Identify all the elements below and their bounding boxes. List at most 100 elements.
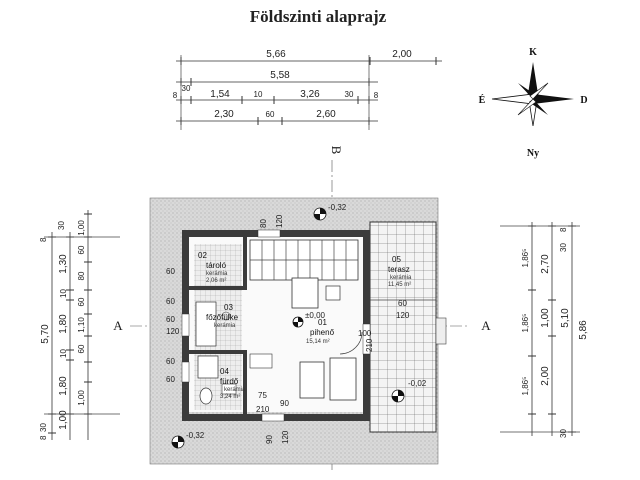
dim-int-0: 80 [259, 219, 268, 228]
dim-left-outer-b: 5,70 [40, 324, 51, 344]
dim-left-inner-a: 30 [57, 221, 66, 230]
room-03-name: főzőfülke [206, 313, 239, 322]
room-03-number: 03 [224, 303, 233, 312]
right-dimension-chains [500, 222, 580, 436]
dim-int-4: 60 [166, 315, 175, 324]
room-02-area: 2,06 m² [206, 278, 226, 284]
cabinet [249, 353, 273, 369]
room-05-area: 11,45 m² [388, 282, 411, 288]
level-marker-icon [292, 316, 304, 328]
dim-left-mid-d: 10 [59, 349, 68, 358]
dim-top-row3-a: 8 [173, 91, 178, 100]
dim-top-row3-b: 1,54 [210, 89, 230, 100]
dim-int-1: 120 [275, 214, 284, 228]
dim-left-outer-c: 30 [39, 423, 48, 432]
sofa [329, 357, 357, 401]
dim-left-inner-g: 60 [77, 344, 86, 353]
dim-right-mid-b: 1,00 [540, 308, 551, 328]
room-01-area: 15,14 m² [306, 339, 330, 345]
room-04-area: 3,24 m² [220, 394, 240, 400]
dim-int-13: 90 [265, 435, 274, 444]
section-a-right-label: A [481, 318, 491, 333]
level-top: -0,32 [328, 203, 347, 212]
top-dimension-chains [176, 55, 442, 130]
room-04-number: 04 [220, 367, 229, 376]
dim-top-row3-c: 10 [254, 90, 263, 99]
dim-int-14: 120 [281, 430, 290, 444]
openings [181, 229, 371, 422]
dim-top-row2-a: 30 [182, 84, 191, 93]
room-05-name: terasz [388, 265, 410, 274]
dim-right-inner-c: 1,86⁵ [521, 377, 530, 396]
dim-int-11: 210 [256, 405, 270, 414]
dim-right-mid-d: 5,10 [560, 308, 571, 328]
plan-title: Földszinti alaprajz [250, 7, 387, 26]
compass-rose-icon [491, 62, 574, 127]
dim-right-inner-a: 1,86⁵ [521, 249, 530, 268]
dim-left-inner-b: 1,00 [77, 220, 86, 236]
level-main: ±0,00 [305, 311, 326, 320]
dim-left-inner-f: 1,10 [77, 317, 86, 333]
level-terrace: -0,02 [408, 379, 427, 388]
room-01-name: pihenő [310, 328, 335, 337]
dim-left-inner-d: 80 [77, 271, 86, 280]
dim-left-mid-a: 1,30 [58, 254, 69, 274]
room-03-floor: kerámia [214, 323, 236, 329]
inner-walls [189, 237, 247, 414]
dim-int-15: 60 [398, 299, 407, 308]
dim-int-16: 120 [396, 311, 410, 320]
dim-int-2: 60 [166, 267, 175, 276]
room-02-floor: kerámia [206, 271, 228, 277]
terrace-area [369, 221, 437, 433]
dim-top-row4-a: 2,30 [214, 109, 234, 120]
dim-left-inner-e: 60 [77, 297, 86, 306]
dim-int-3: 60 [166, 297, 175, 306]
dim-int-12: 90 [280, 399, 289, 408]
dim-left-inner-h: 1,00 [77, 390, 86, 406]
dim-int-5: 120 [166, 327, 180, 336]
staircase [249, 239, 359, 281]
dim-right-inner-b: 1,86⁵ [521, 314, 530, 333]
terrace-step [435, 317, 447, 345]
room-02-name: tároló [206, 261, 227, 270]
dim-right-edge-a: 8 [559, 227, 568, 232]
dim-right-edge-c: 30 [559, 429, 568, 438]
dining-table [291, 277, 319, 309]
furniture [195, 277, 357, 405]
level-marker-icon [391, 389, 405, 403]
level-bottom: -0,32 [186, 431, 205, 440]
room-05-number: 05 [392, 255, 401, 264]
compass-south-label: Ny [527, 148, 539, 159]
dim-left-inner-i: 8 [39, 435, 48, 440]
dim-top-row2-b: 5,58 [270, 70, 290, 81]
dim-right-mid-c: 2,00 [540, 366, 551, 386]
dim-top-row3-f: 8 [374, 91, 379, 100]
room-05-floor: kerámia [390, 275, 412, 281]
sofa-table [299, 361, 325, 399]
dim-top-row3-e: 30 [345, 90, 354, 99]
level-marker-icon [171, 435, 185, 449]
room-01-number: 01 [318, 318, 327, 327]
dim-left-mid-f: 1,00 [58, 410, 69, 430]
compass-north-label: K [529, 47, 537, 58]
section-b-label: B [329, 146, 344, 155]
dim-top-row3-d: 3,26 [300, 89, 320, 100]
dim-left-mid-e: 1,80 [58, 376, 69, 396]
dim-int-9: 210 [365, 338, 374, 352]
kitchen-counter [195, 301, 217, 347]
dim-left-inner-c: 60 [77, 245, 86, 254]
dim-right-edge-b: 30 [559, 243, 568, 252]
dim-top-total: 5,66 [266, 49, 286, 60]
washbasin [221, 383, 237, 395]
room-04-floor: kerámia [224, 387, 246, 393]
dim-right-outer: 5,86 [578, 320, 589, 340]
dim-top-terrace: 2,00 [392, 49, 412, 60]
section-a-left-label: A [113, 318, 123, 333]
dim-top-row4-b: 60 [266, 110, 275, 119]
storage-floor-tiles [194, 244, 242, 286]
left-dimension-chains [44, 210, 120, 440]
dim-int-10: 75 [258, 391, 267, 400]
compass-east-label: D [580, 95, 587, 106]
shower-tray [197, 355, 219, 379]
level-marker-icon [313, 207, 327, 221]
